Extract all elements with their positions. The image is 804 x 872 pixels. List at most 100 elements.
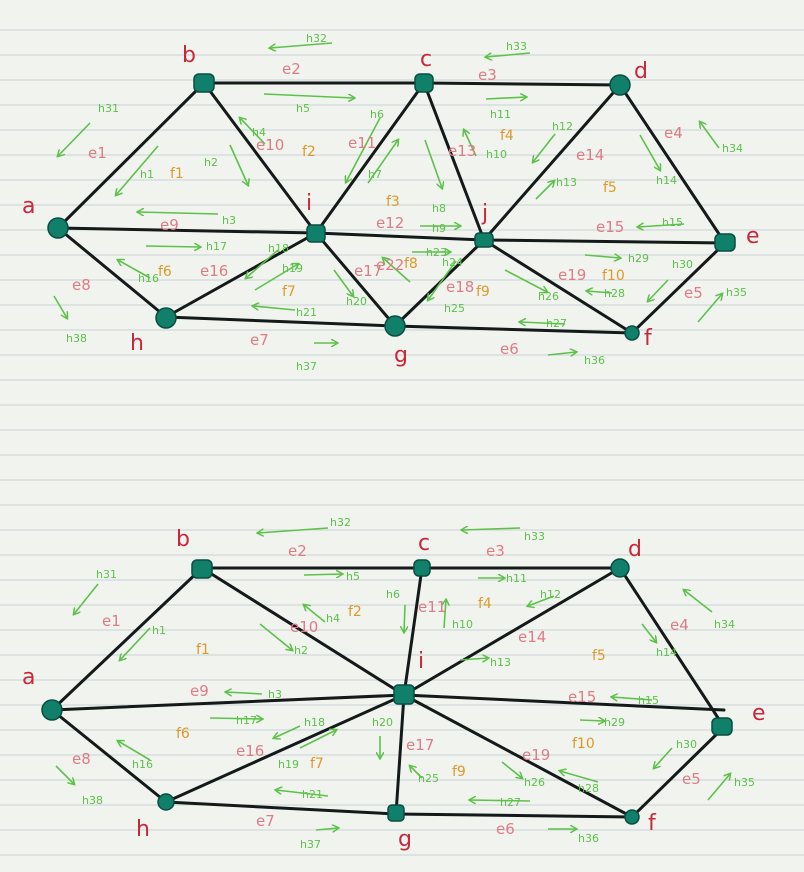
top-mesh-diagram: a b c d e f g h i j e1 e2 e3 e4 e5 e6 e7… (22, 32, 760, 373)
halfedge-arrow (253, 306, 296, 311)
edge-label-e22: e22 (376, 256, 404, 274)
halfedge-arrow (547, 352, 576, 355)
halfedge-arrow (274, 725, 301, 738)
edge-label-e1: e1 (88, 144, 107, 162)
halfedge-arrow (226, 692, 263, 694)
face-label-f6: f6 (158, 264, 172, 280)
vertex-label-d: d (628, 537, 642, 562)
bottom-mesh-diagram: a b c d e f g h i e1 e2 e3 e4 e5 e6 e7 e… (22, 516, 766, 852)
edge-line (393, 324, 634, 335)
vertex-label-f: f (644, 326, 653, 351)
vertex-node (384, 315, 406, 337)
halfedge-arrow (501, 761, 522, 778)
halfedge-arrow (560, 771, 599, 783)
edge-label-e15: e15 (568, 688, 596, 706)
halfedge-label-h26: h26 (538, 290, 559, 303)
halfedge-arrow (315, 828, 338, 830)
halfedge-arrow (504, 269, 547, 292)
halfedge-label-h31: h31 (98, 102, 119, 115)
edge-line (314, 81, 426, 235)
halfedge-label-h10: h10 (486, 148, 507, 161)
halfedge-arrow (263, 93, 354, 98)
halfedge-label-h33: h33 (524, 530, 545, 543)
edge-label-e16: e16 (236, 742, 264, 760)
vertex-node (610, 558, 630, 578)
halfedge-arrow (707, 774, 730, 801)
halfedge-arrow (639, 134, 660, 170)
halfedge-label-h36: h36 (578, 832, 599, 845)
vertex-node (413, 559, 431, 577)
edge-label-e17: e17 (354, 262, 382, 280)
halfedge-arrow (276, 790, 329, 797)
edge-line (164, 231, 318, 319)
halfedge-arrow (520, 322, 566, 324)
edge-label-e19: e19 (558, 266, 586, 284)
halfedge-label-h24: h24 (442, 256, 463, 269)
halfedge-arrow (304, 605, 326, 623)
face-labels: f1 f2 f3 f4 f5 f6 f7 f8 f9 f10 (158, 128, 625, 300)
vertex-label-a: a (22, 665, 35, 690)
vertex-label-e: e (752, 701, 766, 726)
halfedge-arrow (120, 627, 151, 660)
vertex-node (624, 809, 640, 825)
halfedge-label-h25: h25 (418, 772, 439, 785)
halfedge-label-h3: h3 (268, 688, 282, 701)
edge-line (164, 800, 398, 816)
edge-line (164, 693, 406, 804)
edge-label-e14: e14 (518, 628, 546, 646)
edge-line (56, 81, 206, 230)
edge-line (618, 83, 727, 245)
halfedge-label-h1: h1 (152, 624, 166, 637)
edge-label-e10: e10 (290, 618, 318, 636)
halfedge-label-h11: h11 (490, 108, 511, 121)
halfedge-label-h7: h7 (368, 168, 382, 181)
edge-label-e10: e10 (256, 136, 284, 154)
edge-label-e11: e11 (348, 134, 376, 152)
face-label-f4: f4 (500, 128, 514, 144)
halfedge-arrow (459, 658, 488, 660)
edge-line (630, 725, 726, 819)
halfedge-arrow (528, 595, 555, 606)
edge-label-e7: e7 (256, 812, 275, 830)
halfedge-label-h21: h21 (302, 788, 323, 801)
edge-line (164, 315, 397, 328)
edge-label-e9: e9 (160, 216, 179, 234)
face-label-f1: f1 (170, 166, 184, 182)
halfedge-arrow (444, 600, 446, 629)
vertex-label-a: a (22, 194, 35, 219)
halfedge-arrow (470, 800, 531, 801)
face-label-f10: f10 (602, 268, 625, 284)
edge-line (394, 693, 406, 816)
edge-line (202, 81, 318, 235)
halfedge-arrow (535, 181, 554, 200)
halfedge-arrow (258, 527, 329, 533)
halfedge-label-h17: h17 (236, 714, 257, 727)
halfedge-label-h38: h38 (66, 332, 87, 345)
halfedge-label-h36: h36 (584, 354, 605, 367)
halfedge-arrow (209, 718, 262, 719)
halfedge-arrow (533, 133, 556, 162)
halfedge-label-h23: h23 (426, 246, 447, 259)
halfedge-arrow (303, 574, 342, 575)
edge-label-e17: e17 (406, 736, 434, 754)
edge-line (402, 566, 622, 697)
halfedge-label-h14: h14 (656, 174, 677, 187)
halfedge-arrow (612, 697, 653, 700)
halfedge-label-h18: h18 (268, 242, 289, 255)
edge-label-e4: e4 (670, 616, 689, 634)
halfedge-label-h20: h20 (372, 716, 393, 729)
face-label-f7: f7 (310, 756, 324, 772)
halfedge-arrow (641, 623, 656, 642)
halfedge-arrow (55, 765, 74, 784)
edge-label-e11: e11 (418, 598, 446, 616)
halfedge-label-h17: h17 (206, 240, 227, 253)
vertex-node (624, 325, 640, 341)
face-label-f5: f5 (592, 648, 606, 664)
halfedge-arrow (464, 130, 477, 157)
vertex-labels: a b c d e f g h i j (22, 43, 760, 368)
halfedge-label-h8: h8 (432, 202, 446, 215)
face-label-f7: f7 (282, 284, 296, 300)
halfedge-label-h10: h10 (452, 618, 473, 631)
halfedge-label-h32: h32 (330, 516, 351, 529)
halfedge-label-h12: h12 (540, 588, 561, 601)
